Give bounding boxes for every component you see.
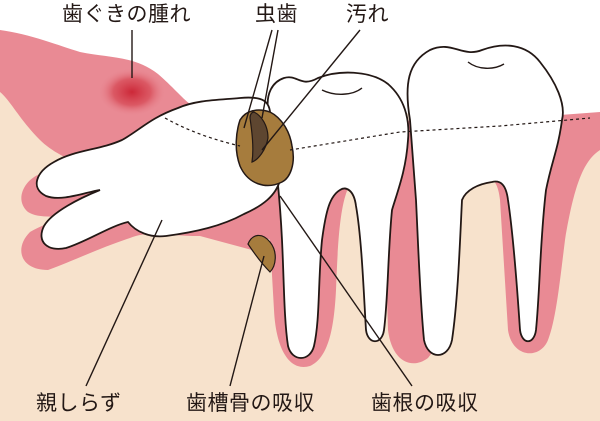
label-caries: 虫歯 [255, 2, 298, 26]
molar-2 [406, 44, 564, 356]
label-gum-swelling: 歯ぐきの腫れ [62, 2, 191, 26]
molar-1-fissure [321, 87, 363, 95]
leader-line-wisdom [85, 219, 163, 387]
label-alveolar-bone-resorption: 歯槽骨の吸収 [186, 391, 315, 415]
leader-line-plaque [261, 29, 361, 151]
gum-swelling [98, 68, 166, 116]
label-plaque: 汚れ [346, 2, 389, 26]
leader-line-alveolar [229, 255, 265, 387]
molar-1 [266, 71, 410, 359]
leader-line-caries-b [261, 29, 279, 119]
leader-line-root [279, 195, 413, 387]
label-wisdom-tooth: 親しらず [36, 391, 122, 415]
gum-line [164, 117, 591, 151]
alveolar-resorption-region [247, 234, 276, 273]
label-root-resorption: 歯根の吸収 [371, 391, 479, 415]
plaque-region [249, 111, 269, 163]
wisdom-tooth-shape [35, 96, 282, 250]
leader-line-caries-a [243, 29, 273, 129]
molar-2-fissure [467, 61, 505, 69]
